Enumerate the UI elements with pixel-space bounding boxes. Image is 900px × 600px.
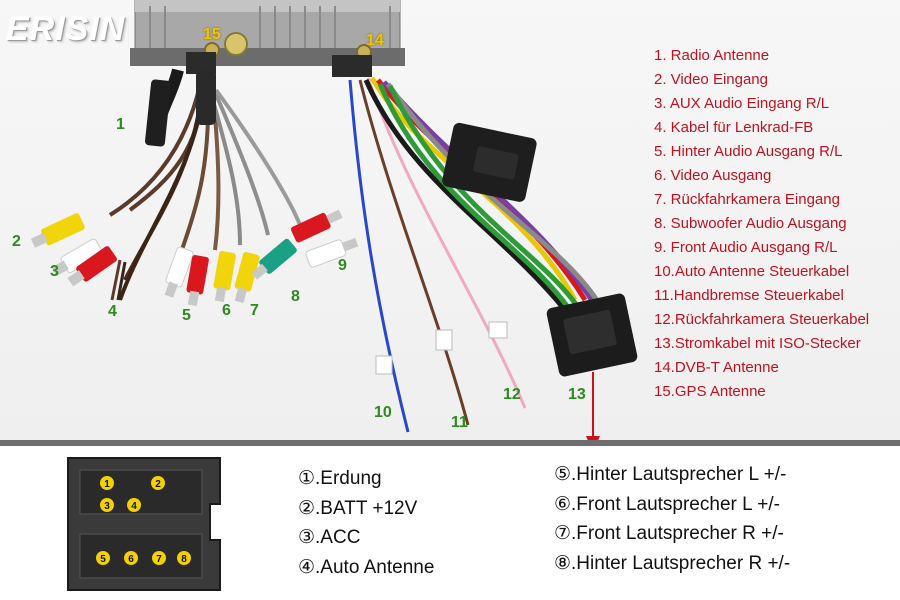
legend-item: 7. Rückfahrkamera Eingang	[654, 191, 840, 208]
pin-label: ⑥.Front Lautsprecher L +/-	[554, 493, 780, 515]
pin-label: ③.ACC	[298, 527, 361, 548]
pin-number-1: 1	[104, 479, 110, 490]
callout-1: 1	[116, 116, 125, 133]
pin-number-8: 8	[181, 554, 187, 565]
pin-label: ⑤.Hinter Lautsprecher L +/-	[554, 464, 787, 485]
legend-item: 2. Video Eingang	[654, 71, 768, 88]
pin-number-2: 2	[155, 479, 161, 490]
legend-item: 11.Handbremse Steuerkabel	[654, 287, 844, 304]
legend-item: 9. Front Audio Ausgang R/L	[654, 239, 838, 256]
callout-13: 13	[568, 386, 586, 403]
legend-item: 3. AUX Audio Eingang R/L	[654, 95, 830, 112]
pin-label: ④.Auto Antenne	[298, 556, 435, 578]
section-divider	[0, 440, 900, 446]
pin-label: ⑦.Front Lautsprecher R +/-	[554, 523, 784, 544]
callout-11: 11	[451, 414, 468, 431]
radio-antenna-cable	[145, 68, 184, 147]
rca-plugs	[30, 209, 359, 307]
pin-label: ①.Erdung	[298, 468, 382, 489]
iso-connector-plug	[546, 293, 638, 377]
callout-15: 15	[203, 26, 221, 43]
head-unit-chassis	[130, 0, 405, 77]
callout-14: 14	[366, 32, 384, 49]
legend-item: 1. Radio Antenne	[654, 47, 770, 64]
wiring-harness-image	[30, 0, 638, 440]
wiring-harness-photo: ERISIN 1 2 3 4 5 6 7 8 9 10 11 12 13 14 …	[0, 0, 900, 440]
legend-item: 8. Subwoofer Audio Ausgang	[654, 215, 847, 232]
brand-logo: ERISIN	[6, 10, 125, 49]
callout-5: 5	[182, 307, 191, 324]
legend-item: 5. Hinter Audio Ausgang R/L	[654, 143, 843, 160]
relay-box	[442, 122, 537, 202]
pin-labels-left: ①.Erdung ②.BATT +12V ③.ACC ④.Auto Antenn…	[298, 464, 434, 582]
pin-number-7: 7	[156, 554, 162, 565]
iso-pinout-panel: 1 2 3 4 5 6 7 8 ①.Erdung ②.BATT +12V ③.A…	[0, 446, 900, 600]
callout-9: 9	[338, 257, 347, 274]
pin-label: ⑧.Hinter Lautsprecher R +/-	[554, 552, 791, 574]
legend-item: 13.Stromkabel mit ISO-Stecker	[654, 335, 861, 352]
iso-connector-pinout-icon: 1 2 3 4 5 6 7 8	[67, 457, 221, 591]
legend-item: 14.DVB-T Antenne	[654, 359, 779, 376]
component-legend: 1. Radio Antenne 2. Video Eingang 3. AUX…	[654, 44, 869, 404]
callout-6: 6	[222, 302, 231, 319]
legend-item: 6. Video Ausgang	[654, 167, 772, 184]
callout-10: 10	[374, 404, 392, 421]
legend-item: 10.Auto Antenne Steuerkabel	[654, 263, 850, 280]
pin-number-5: 5	[100, 554, 106, 565]
pin-label: ②.BATT +12V	[298, 497, 418, 519]
callout-2: 2	[12, 233, 21, 250]
callout-7: 7	[250, 302, 259, 319]
legend-item: 4. Kabel für Lenkrad-FB	[654, 119, 814, 136]
pin-number-3: 3	[104, 501, 110, 512]
callout-12: 12	[503, 386, 521, 403]
callout-3: 3	[50, 263, 59, 280]
pin-labels-right: ⑤.Hinter Lautsprecher L +/- ⑥.Front Laut…	[554, 460, 790, 578]
pin-number-6: 6	[128, 554, 134, 565]
legend-item: 15.GPS Antenne	[654, 383, 766, 400]
brand-logo-text: ERISIN	[6, 10, 126, 48]
callout-4: 4	[108, 303, 117, 320]
down-arrow-icon	[586, 372, 600, 440]
legend-item: 12.Rückfahrkamera Steuerkabel	[654, 311, 870, 328]
pin-number-4: 4	[131, 501, 137, 512]
callout-8: 8	[291, 288, 300, 305]
